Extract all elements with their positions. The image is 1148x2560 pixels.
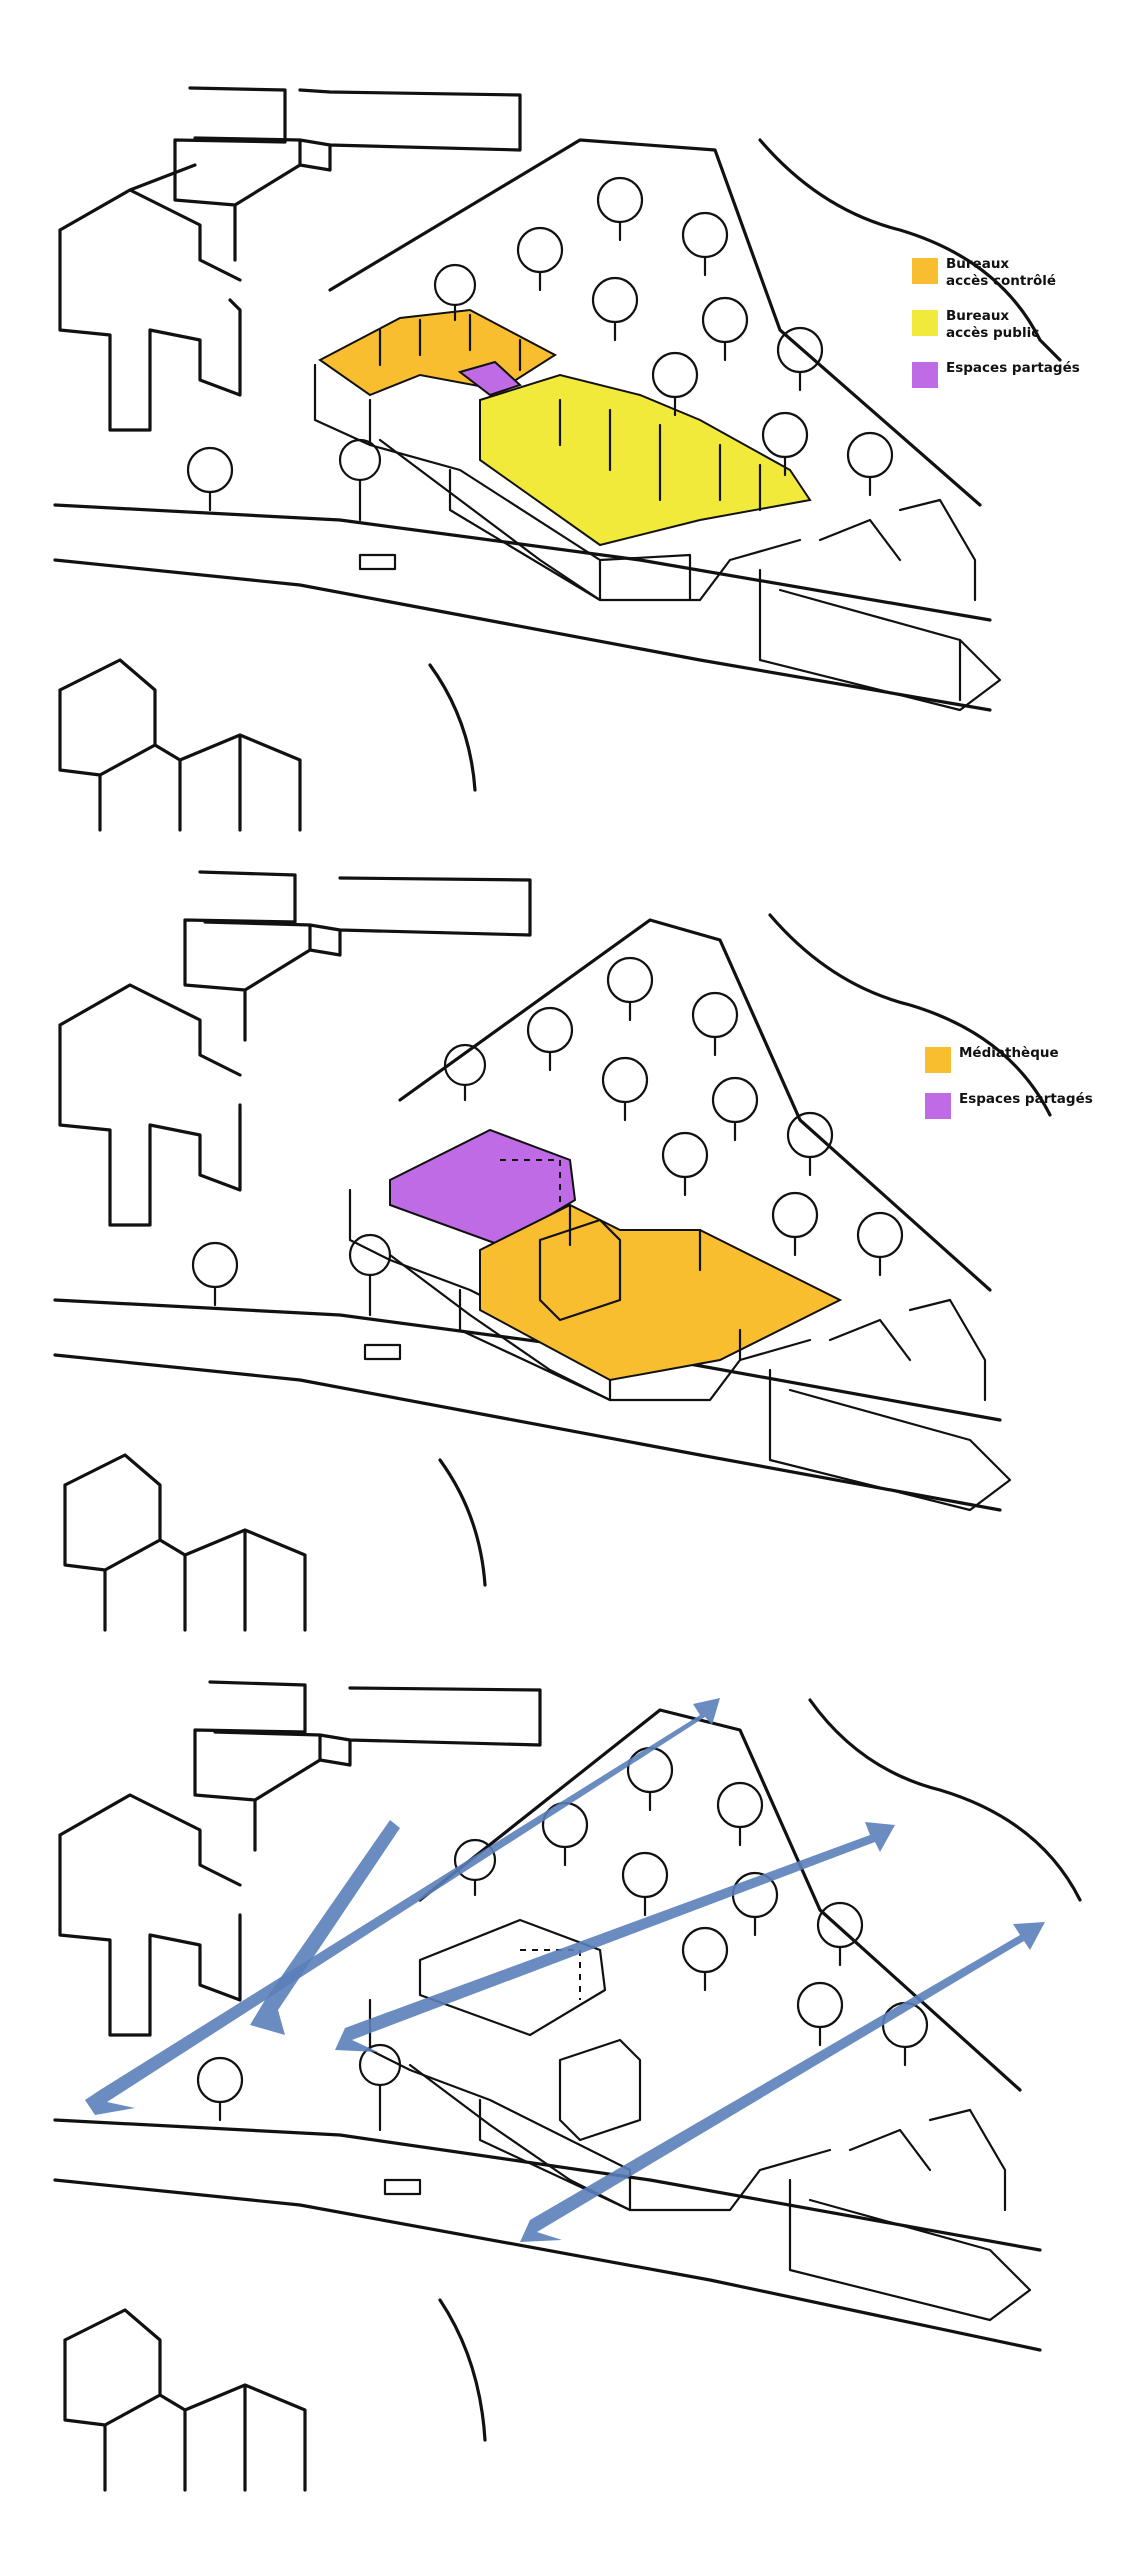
street-car <box>383 2178 422 2196</box>
legend-label: Médiathèque <box>959 1045 1059 1061</box>
road-edge-upper <box>53 503 992 622</box>
legend-panel-1: Bureaux accès contrôlé Bureaux accès pub… <box>912 256 1080 406</box>
curve-top-right <box>768 913 1052 1117</box>
street-curve <box>438 1458 487 1587</box>
axonometric-sketch-3 <box>53 1680 1082 2492</box>
pedestrian-flow-arrows <box>85 1698 1045 2242</box>
park-trees <box>196 1746 929 2132</box>
road-edge-upper <box>53 2118 1042 2252</box>
zone-espaces-partages <box>389 1128 577 1247</box>
street-curve <box>438 2298 487 2442</box>
building-left <box>58 983 242 1227</box>
zone-espaces-partages <box>457 360 522 397</box>
legend-swatch <box>912 362 938 388</box>
diagram-panel-flows <box>0 1660 1148 2560</box>
axonometric-sketch-1 <box>53 86 1062 832</box>
legend-swatch <box>912 310 938 336</box>
ramp <box>378 438 602 602</box>
road-edge-lower <box>53 558 992 712</box>
building-bottom-left <box>63 1453 307 1632</box>
park-trees <box>186 176 894 522</box>
road-edge-lower <box>53 2178 1042 2352</box>
legend-item: Espaces partagés <box>925 1091 1093 1119</box>
legend-panel-2: Médiathèque Espaces partagés <box>925 1045 1093 1137</box>
buildings-right <box>788 2108 1032 2322</box>
flow-arrow <box>85 1698 720 2115</box>
park-outline <box>418 1708 1022 2092</box>
legend-label: Espaces partagés <box>946 360 1080 376</box>
legend-item: Bureaux accès public <box>912 308 1080 342</box>
legend-swatch <box>912 258 938 284</box>
building-bottom-left <box>58 658 302 832</box>
legend-label: Bureaux accès contrôlé <box>946 256 1057 289</box>
zone-bureaux-public <box>479 373 812 547</box>
interior-walls <box>568 1203 742 1362</box>
ramp <box>408 2063 632 2212</box>
diagram-panel-offices: Bureaux accès contrôlé Bureaux accès pub… <box>0 0 1148 860</box>
flow-arrow <box>520 1922 1045 2242</box>
inner-block <box>558 2038 642 2142</box>
curve-top-right <box>808 1698 1082 1902</box>
building-left <box>58 163 242 432</box>
street-curve <box>428 663 477 792</box>
buildings-right <box>768 1298 1012 1512</box>
diagram-panel-mediatheque: Médiathèque Espaces partagés <box>0 860 1148 1660</box>
main-building-outline <box>368 1918 832 2212</box>
flow-arrow <box>335 1822 895 2052</box>
road-edge-upper <box>53 1298 1002 1422</box>
curve-top-right <box>758 138 1062 362</box>
legend-swatch <box>925 1093 951 1119</box>
inner-block <box>538 1218 622 1322</box>
flow-arrow <box>250 1820 400 2035</box>
park-outline <box>328 138 982 507</box>
legend-swatch <box>925 1047 951 1073</box>
dashed-outline <box>500 1159 561 1210</box>
street-car <box>363 1343 402 1361</box>
road-edge-lower <box>53 1353 1002 1512</box>
building-top-left <box>183 870 532 1042</box>
building-top-left <box>173 86 522 262</box>
street-car <box>358 553 397 571</box>
legend-item: Médiathèque <box>925 1045 1093 1073</box>
buildings-right <box>758 498 1002 712</box>
legend-item: Espaces partagés <box>912 360 1080 388</box>
axonometric-sketch-2 <box>53 870 1052 1632</box>
park-trees <box>191 956 904 1317</box>
building-bottom-left <box>63 2308 307 2492</box>
building-top-left <box>193 1680 542 1852</box>
legend-label: Bureaux accès public <box>946 308 1040 341</box>
interior-partitions <box>378 313 762 512</box>
zone-mediatheque <box>479 1203 843 1382</box>
legend-item: Bureaux accès contrôlé <box>912 256 1080 290</box>
building-left <box>58 1793 242 2037</box>
legend-label: Espaces partagés <box>959 1091 1093 1107</box>
ramp <box>388 1253 612 1402</box>
park-outline <box>398 918 992 1292</box>
